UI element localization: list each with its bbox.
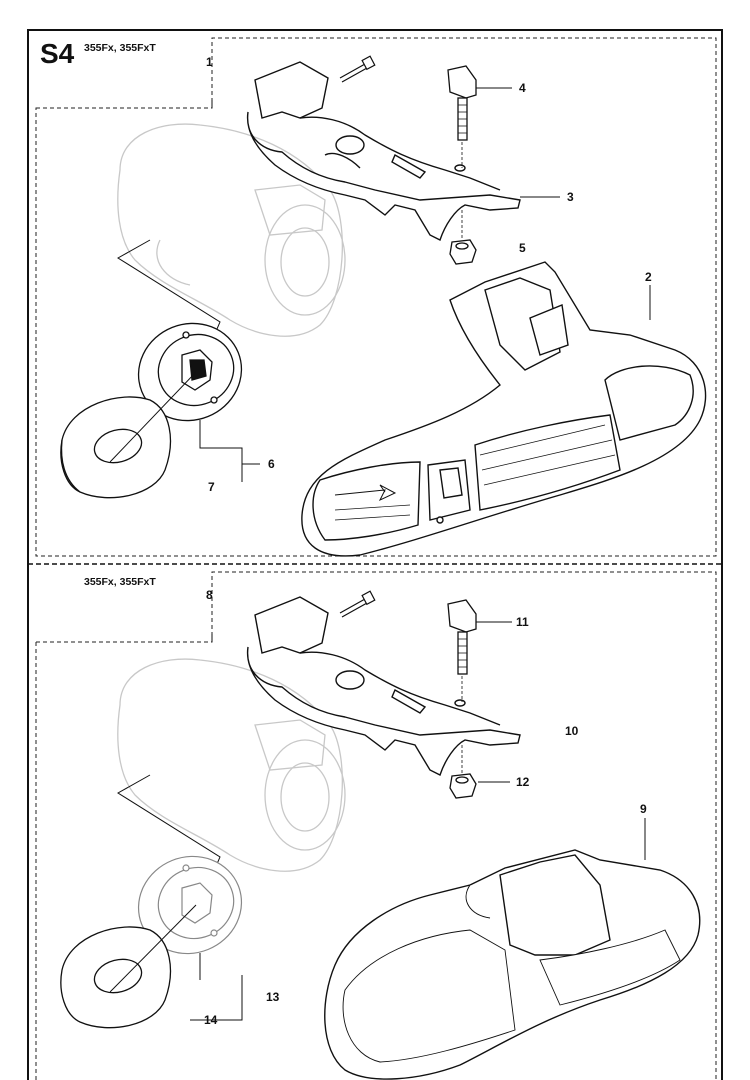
callout-9: 9 bbox=[640, 802, 647, 816]
group-boundary-bottom bbox=[36, 571, 717, 1080]
callout-6: 6 bbox=[268, 457, 275, 471]
screw-bottom bbox=[339, 590, 376, 618]
gear-housing-ghost-bottom bbox=[117, 658, 346, 872]
callout-7: 7 bbox=[208, 480, 215, 494]
bolt-11 bbox=[447, 599, 477, 675]
callout-1: 1 bbox=[206, 55, 213, 69]
leader-6 bbox=[199, 420, 243, 482]
callout-13: 13 bbox=[266, 990, 280, 1004]
callout-14: 14 bbox=[204, 1013, 218, 1027]
washer-7 bbox=[60, 396, 172, 499]
callout-4: 4 bbox=[519, 81, 526, 95]
model-label-top: 355Fx, 355FxT bbox=[84, 42, 156, 54]
guard-bracket-top bbox=[246, 61, 521, 241]
guard-bracket-bottom bbox=[246, 596, 521, 776]
callout-8: 8 bbox=[206, 588, 213, 602]
callout-11: 11 bbox=[516, 615, 529, 629]
trimmer-guard-bottom bbox=[324, 849, 701, 1080]
disc-6 bbox=[137, 322, 243, 422]
washer-14 bbox=[60, 926, 172, 1029]
disc-13 bbox=[137, 855, 243, 955]
model-label-bottom: 355Fx, 355FxT bbox=[84, 576, 156, 588]
callout-3: 3 bbox=[567, 190, 574, 204]
sheet-code: S4 bbox=[40, 38, 75, 69]
callout-2: 2 bbox=[645, 270, 652, 284]
bolt-4 bbox=[447, 65, 477, 141]
trimmer-guard-top bbox=[301, 261, 707, 557]
nut-12 bbox=[449, 773, 477, 799]
screw-top bbox=[339, 55, 376, 83]
gear-housing-ghost-top bbox=[117, 123, 346, 337]
shaft-axis-top bbox=[109, 371, 197, 463]
shaft-axis-bottom bbox=[109, 904, 197, 993]
outer-frame bbox=[27, 29, 723, 1080]
leader-13-14 bbox=[190, 975, 243, 1021]
callout-5: 5 bbox=[519, 241, 526, 255]
callout-12: 12 bbox=[516, 775, 530, 789]
callout-10: 10 bbox=[565, 724, 579, 738]
nut-5 bbox=[449, 239, 477, 265]
